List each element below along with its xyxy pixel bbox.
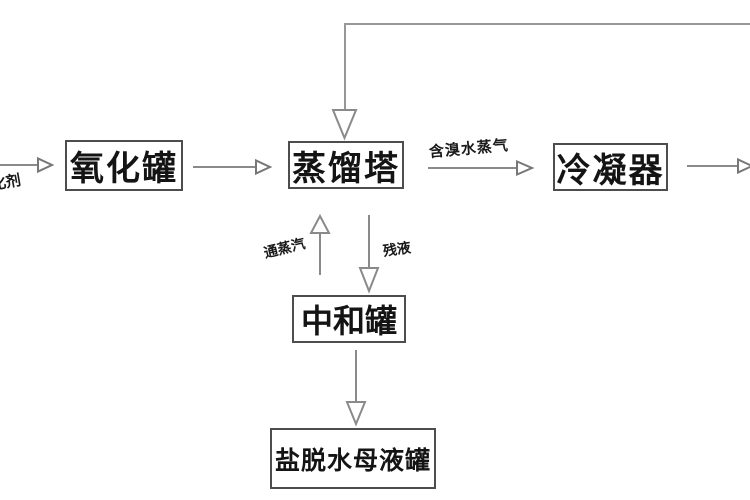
edge-neutralization-to-saltmother [345,350,367,427]
edge-oxidation-to-distillation [193,158,273,176]
edge-residue-to-neutralization [358,215,380,294]
node-oxidation-tank: 氧化罐 [65,140,183,191]
node-salt-dewatering-mother-liquor-tank: 盐脱水母液罐 [270,428,436,489]
edge-inlet-to-oxidation [0,156,55,174]
arrow-down-icon [345,401,367,427]
arrow-right-icon [37,156,55,174]
arrow-up-icon [309,213,331,234]
label-residue: 残液 [382,241,412,260]
arrow-right-icon [516,159,535,177]
node-condenser: 冷凝器 [553,143,668,191]
node-neutralization-tank: 中和罐 [292,295,406,343]
arrow-right-icon [737,157,750,175]
edge-recycle-to-distillation [331,23,750,141]
edge-steam-into-distillation [309,213,331,275]
arrow-down-icon [331,109,358,141]
edge-distillation-to-condenser [428,159,535,177]
node-distillation-tower: 蒸馏塔 [288,141,404,189]
arrow-down-icon [358,267,380,294]
arrow-right-icon [255,158,273,176]
edge-condenser-to-out [687,157,750,175]
